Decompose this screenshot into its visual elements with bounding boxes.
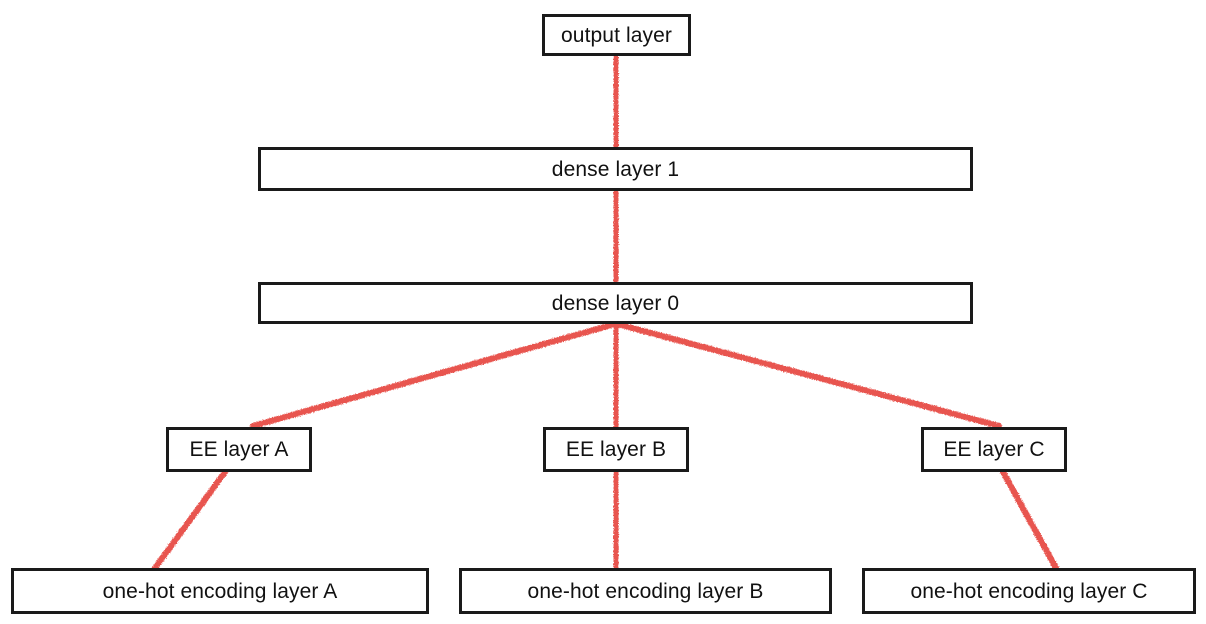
node-output-layer[interactable]: output layer bbox=[542, 14, 691, 56]
node-dense-layer-1-label: dense layer 1 bbox=[551, 157, 680, 181]
node-ee-layer-b-label: EE layer B bbox=[565, 438, 667, 461]
edge-ee-c-to-dense0 bbox=[614, 321, 1002, 429]
edge-onehot-c-to-ee-c bbox=[1000, 469, 1059, 571]
node-one-hot-encoding-layer-a[interactable]: one-hot encoding layer A bbox=[11, 568, 429, 614]
node-dense-layer-0-label: dense layer 0 bbox=[551, 291, 680, 315]
node-ee-layer-a-label: EE layer A bbox=[189, 438, 289, 461]
node-one-hot-encoding-layer-a-label: one-hot encoding layer A bbox=[102, 579, 338, 603]
node-dense-layer-0[interactable]: dense layer 0 bbox=[258, 282, 973, 324]
node-ee-layer-c[interactable]: EE layer C bbox=[921, 427, 1067, 472]
node-one-hot-encoding-layer-c-label: one-hot encoding layer C bbox=[910, 579, 1148, 603]
edge-onehot-a-to-ee-a bbox=[152, 469, 228, 571]
edge-ee-a-to-dense0 bbox=[250, 321, 618, 429]
node-dense-layer-1[interactable]: dense layer 1 bbox=[258, 147, 973, 191]
node-ee-layer-b[interactable]: EE layer B bbox=[543, 427, 689, 472]
node-output-layer-label: output layer bbox=[561, 23, 672, 47]
node-one-hot-encoding-layer-b-label: one-hot encoding layer B bbox=[527, 579, 764, 603]
node-ee-layer-a[interactable]: EE layer A bbox=[166, 427, 312, 472]
node-ee-layer-c-label: EE layer C bbox=[943, 438, 1045, 461]
node-one-hot-encoding-layer-b[interactable]: one-hot encoding layer B bbox=[459, 568, 832, 614]
node-one-hot-encoding-layer-c[interactable]: one-hot encoding layer C bbox=[862, 568, 1196, 614]
